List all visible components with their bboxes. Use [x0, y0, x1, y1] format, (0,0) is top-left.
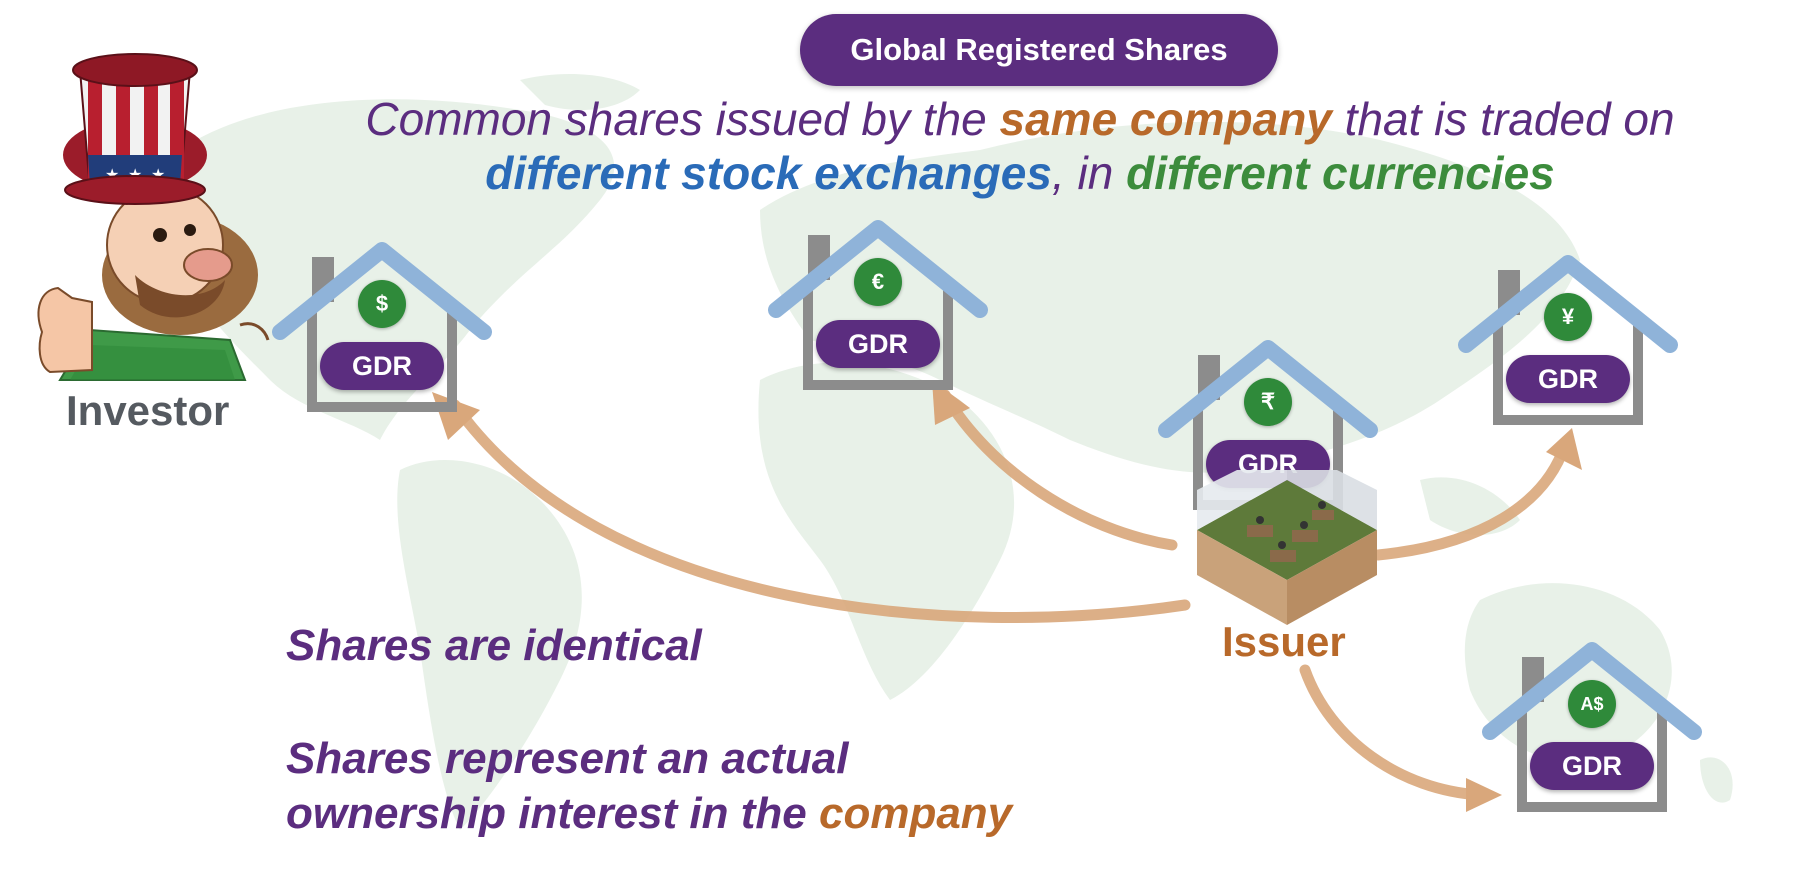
title-pill: Global Registered Shares: [800, 14, 1278, 86]
house-outline-icon: [1482, 642, 1702, 812]
subtitle-emphasis-same-company: same company: [999, 93, 1332, 145]
north-america-shape: [164, 99, 615, 441]
gdr-badge: GDR: [320, 342, 444, 390]
subtitle-text: that is traded on: [1331, 93, 1675, 145]
arrowhead-aud: [1466, 778, 1502, 812]
gdr-badge: GDR: [816, 320, 940, 368]
house-outline-icon: [272, 242, 492, 412]
house-eur: € GDR: [768, 220, 988, 395]
statement-identical: Shares are identical: [286, 621, 702, 670]
house-jpy: ¥ GDR: [1458, 255, 1678, 430]
house-aud: A$ GDR: [1482, 642, 1702, 817]
currency-coin: ¥: [1544, 293, 1592, 341]
investor-label: Investor: [66, 387, 230, 434]
statement-ownership-line-1: Shares represent an actual: [286, 734, 849, 783]
investor-uncle-sam-icon: ★ ★ ★: [37, 53, 270, 381]
subtitle-emphasis-currencies: different currencies: [1126, 147, 1555, 199]
arrow-to-aud-house: [1299, 664, 1486, 801]
currency-coin: $: [358, 280, 406, 328]
arrowhead-eur: [932, 380, 970, 425]
issuer-office-icon: [1197, 470, 1377, 625]
greenland-shape: [520, 74, 640, 110]
gdr-badge: GDR: [1506, 355, 1630, 403]
statement-text: ownership interest in the: [286, 789, 819, 838]
arrow-to-jpy-house: [1372, 439, 1571, 561]
new-zealand-shape: [1700, 757, 1733, 803]
eurasia-shape: [760, 121, 1580, 473]
currency-coin: A$: [1568, 680, 1616, 728]
arrowhead-jpy: [1546, 428, 1582, 470]
arrow-to-usd-house: [449, 399, 1191, 623]
currency-coin: ₹: [1244, 378, 1292, 426]
statement-ownership-line-2: ownership interest in the company: [286, 786, 1012, 841]
subtitle-text: , in: [1051, 147, 1127, 199]
house-outline-icon: [768, 220, 988, 390]
subtitle-line-2: different stock exchanges, in different …: [250, 146, 1790, 200]
subtitle-text: Common shares issued by the: [365, 93, 1000, 145]
issuer-label: Issuer: [1222, 618, 1346, 665]
gdr-badge: GDR: [1530, 742, 1654, 790]
statement-emphasis-company: company: [818, 789, 1013, 838]
house-outline-icon: [1458, 255, 1678, 425]
house-usd: $ GDR: [272, 242, 492, 417]
south-america-shape: [397, 460, 582, 830]
subtitle-emphasis-exchanges: different stock exchanges: [485, 147, 1052, 199]
arrow-to-eur-house: [939, 389, 1178, 551]
currency-coin: €: [854, 258, 902, 306]
subtitle-line-1: Common shares issued by the same company…: [250, 92, 1790, 146]
